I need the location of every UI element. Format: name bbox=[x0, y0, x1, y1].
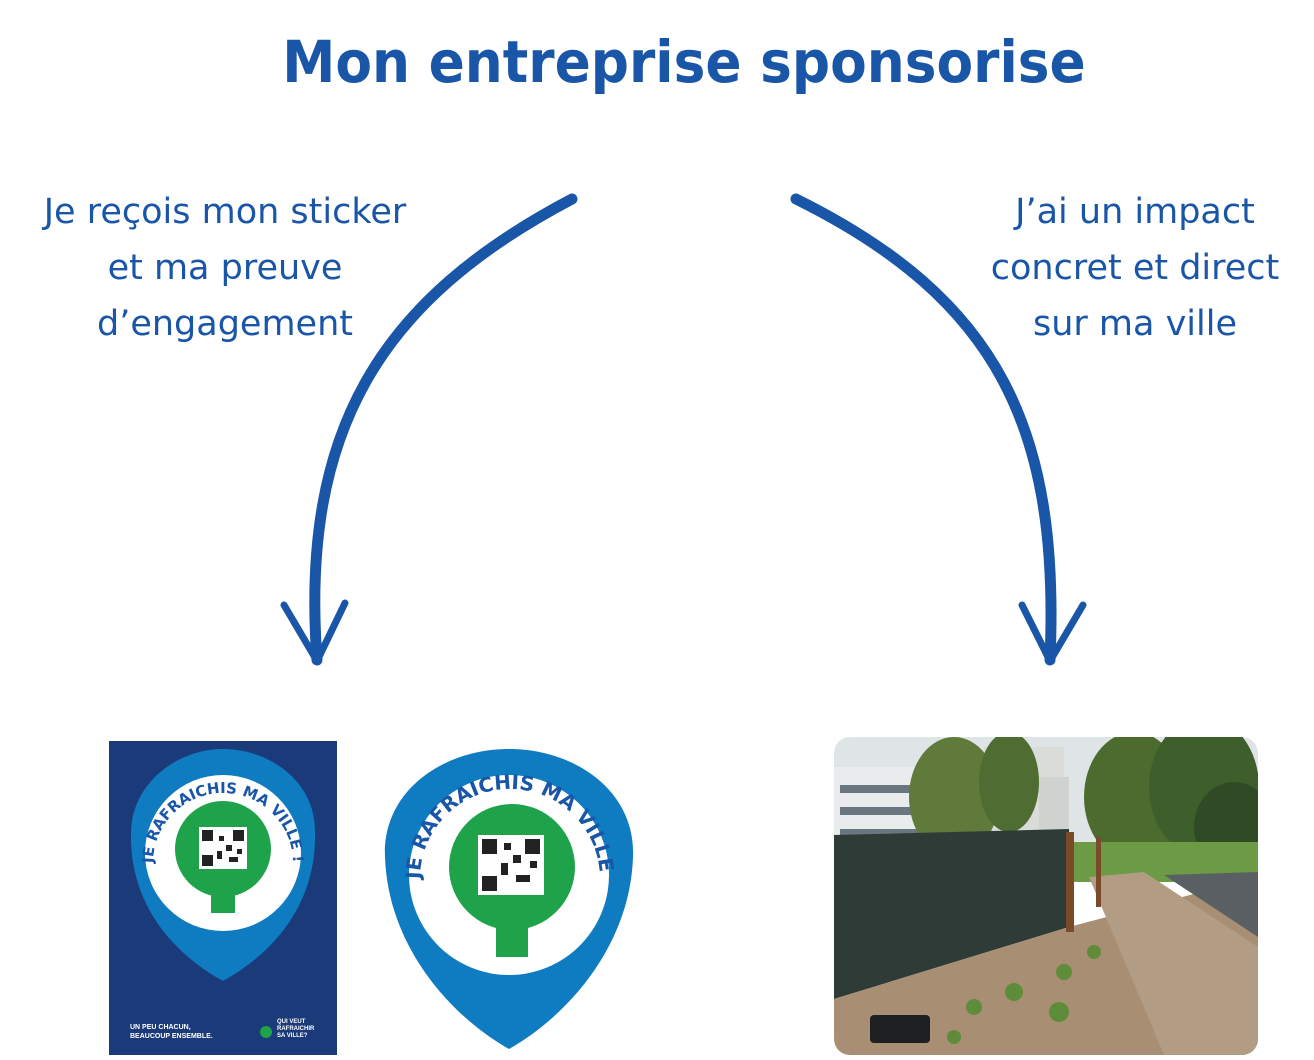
sticker: JE RAFRAICHIS MA VILLE ! bbox=[377, 728, 636, 1053]
left-caption: Je reçois mon sticker et ma preuve d’eng… bbox=[0, 184, 450, 352]
right-caption: J’ai un impact concret et direct sur ma … bbox=[950, 184, 1314, 352]
right-caption-line: J’ai un impact bbox=[1015, 192, 1255, 232]
poster-footer-left-line: BEAUCOUP ENSEMBLE. bbox=[130, 1033, 213, 1040]
left-caption-line: Je reçois mon sticker bbox=[43, 192, 407, 232]
right-caption-line: sur ma ville bbox=[1032, 304, 1238, 344]
planting-photo bbox=[834, 737, 1258, 1055]
right-arrowhead bbox=[1018, 601, 1087, 665]
poster-footer-right-line: RAFRAICHIR bbox=[277, 1026, 315, 1032]
left-caption-line: d’engagement bbox=[96, 304, 353, 344]
poster-footer-right-line: SA VILLE? bbox=[277, 1033, 308, 1039]
poster-footer-right-text: QUI VEUT RAFRAICHIR SA VILLE? bbox=[277, 1019, 314, 1040]
poster-footer-right-line: QUI VEUT bbox=[277, 1019, 306, 1025]
left-arrowhead bbox=[280, 599, 349, 665]
right-caption-line: concret et direct bbox=[990, 248, 1280, 288]
page-title: Mon entreprise sponsorise bbox=[282, 28, 1086, 96]
left-caption-line: et ma preuve bbox=[107, 248, 343, 288]
left-arrow-curve bbox=[309, 193, 578, 666]
right-arrow-curve bbox=[790, 193, 1057, 666]
poster-footer-left-line: UN PEU CHACUN, bbox=[130, 1024, 191, 1031]
poster-footer-left-text: UN PEU CHACUN, BEAUCOUP ENSEMBLE. bbox=[130, 1023, 213, 1041]
sticker-poster: JE RAFRAICHIS MA VILLE ! UN PEU CHACUN, … bbox=[109, 741, 337, 1055]
